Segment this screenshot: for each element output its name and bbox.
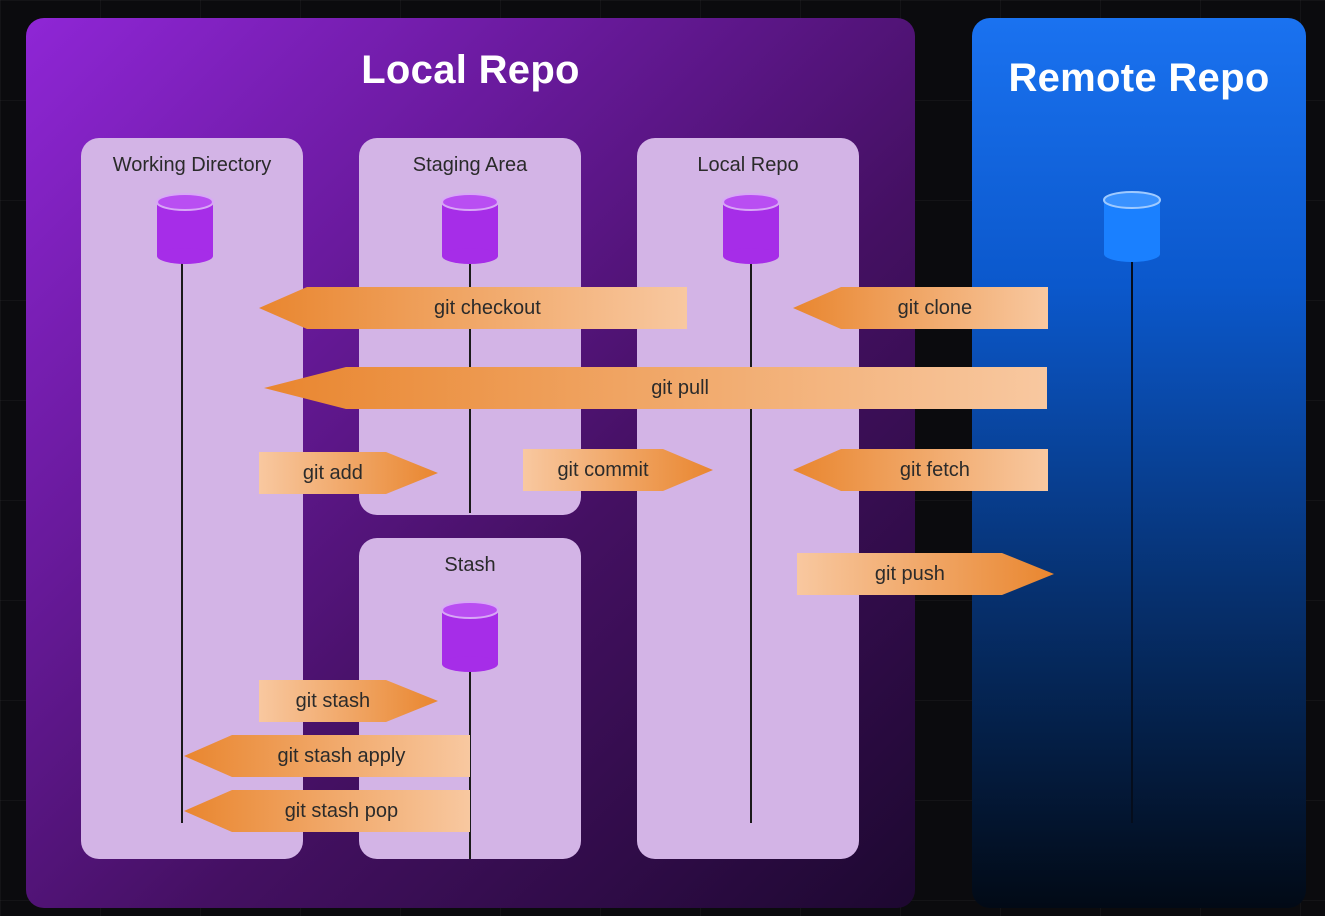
working-directory-database-icon xyxy=(156,193,214,270)
arrow-shape xyxy=(259,287,687,329)
arrow-shape xyxy=(523,449,713,491)
git-pull-label: git pull xyxy=(651,376,709,399)
working-directory-lifeline xyxy=(181,255,183,823)
stash-database-icon xyxy=(441,601,499,678)
arrow-shape xyxy=(793,287,1048,329)
remote-repo-title: Remote Repo xyxy=(1008,56,1270,100)
git-push-label: git push xyxy=(874,562,945,585)
arrow-shape xyxy=(259,680,438,722)
git-stash-arrow: git stash xyxy=(259,680,438,722)
git-stash-label: git stash xyxy=(295,689,371,712)
arrow-shape xyxy=(259,452,438,494)
arrow-shape xyxy=(797,553,1054,595)
arrow-shape xyxy=(264,367,1047,409)
git-fetch-arrow: git fetch xyxy=(793,449,1048,491)
git-checkout-label: git checkout xyxy=(434,296,541,319)
git-clone-arrow: git clone xyxy=(793,287,1048,329)
arrow-shape xyxy=(184,790,470,832)
git-stash-apply-arrow: git stash apply xyxy=(184,735,470,777)
stash-label: Stash xyxy=(444,554,496,576)
git-commit-arrow: git commit xyxy=(523,449,713,491)
git-stash-pop-arrow: git stash pop xyxy=(184,790,470,832)
git-push-arrow: git push xyxy=(797,553,1054,595)
local-repo-database-icon xyxy=(722,193,780,270)
git-pull-arrow: git pull xyxy=(264,367,1047,409)
remote-repo-database-icon xyxy=(1103,191,1161,268)
git-add-arrow: git add xyxy=(259,452,438,494)
local-repo-title: Local Repo xyxy=(361,48,580,92)
git-fetch-label: git fetch xyxy=(899,458,970,481)
working-directory-label: Working Directory xyxy=(112,154,272,176)
git-add-label: git add xyxy=(302,461,363,484)
staging-area-database-icon xyxy=(441,193,499,270)
remote-repo-lifeline xyxy=(1131,255,1133,823)
stash-lifeline xyxy=(469,664,471,859)
arrow-shape xyxy=(793,449,1048,491)
git-commit-label: git commit xyxy=(557,458,649,481)
local-repo-label: Local Repo xyxy=(697,154,799,176)
git-stash-apply-label: git stash apply xyxy=(277,744,406,767)
staging-area-label: Staging Area xyxy=(412,154,528,176)
arrow-shape xyxy=(184,735,470,777)
git-clone-label: git clone xyxy=(897,296,973,319)
git-checkout-arrow: git checkout xyxy=(259,287,687,329)
git-stash-pop-label: git stash pop xyxy=(284,799,399,822)
local-repo-lifeline xyxy=(750,255,752,823)
